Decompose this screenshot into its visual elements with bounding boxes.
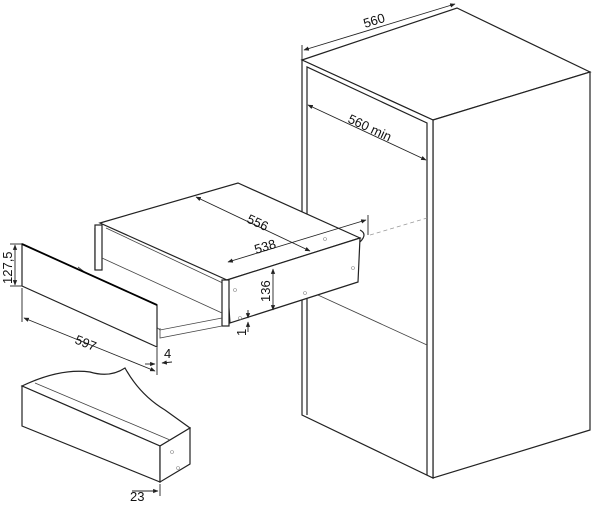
dim-cabinet-width: 560 — [361, 10, 386, 31]
dim-front-height: 127,5 — [0, 251, 15, 284]
dim-front-thickness: 4 — [164, 346, 171, 361]
dimension-lines — [10, 3, 456, 496]
dim-gap: 1 — [234, 329, 249, 336]
drawer-front — [21, 243, 158, 348]
dim-front-overhang: 23 — [130, 489, 144, 504]
front-detail — [20, 367, 192, 484]
dim-box-height: 136 — [258, 280, 273, 302]
dim-front-width: 597 — [73, 332, 99, 354]
dim-box-depth-inner: 538 — [252, 236, 277, 257]
cabinet — [300, 7, 592, 479]
